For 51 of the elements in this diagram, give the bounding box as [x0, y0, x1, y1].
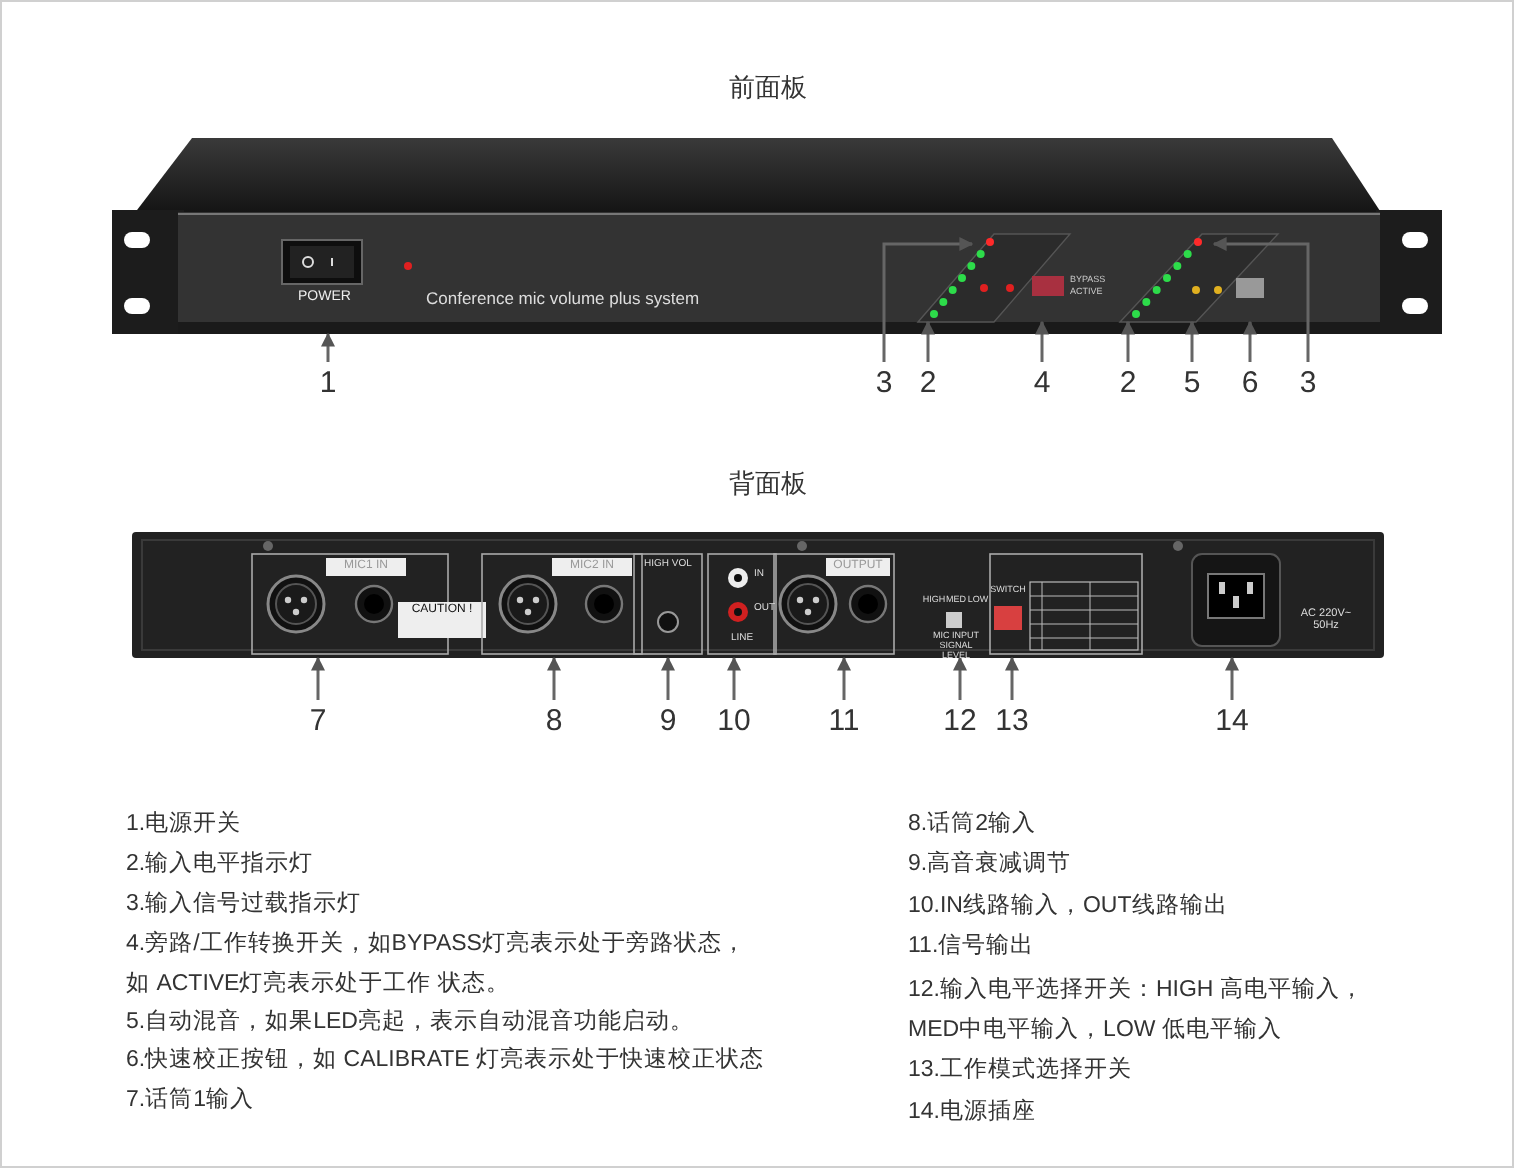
description-item: 14.电源插座: [908, 1100, 1036, 1127]
description-item: 9.高音衰减调节: [908, 852, 1072, 879]
front-panel-drawing: [112, 138, 1442, 334]
leader-line: [1212, 237, 1310, 362]
description-item: 10.IN线路输入，OUT线路输出: [908, 894, 1228, 921]
callout-number: 6: [1226, 366, 1274, 401]
callout-number: 3: [1284, 366, 1332, 401]
leader-line: [953, 656, 967, 700]
description-item: 12.输入电平选择开关：HIGH 高电平输入，MED中电平输入，LOW 低电平输入: [908, 974, 1366, 1046]
callout-number: 2: [1104, 366, 1152, 401]
section-heading: 背面板: [729, 470, 807, 500]
description-item: 2.输入电平指示灯: [126, 852, 314, 879]
description-item: 5.自动混音，如果LED亮起，表示自动混音功能启动。: [126, 1010, 694, 1037]
callout-number: 12: [936, 704, 984, 739]
callout-number: 11: [820, 704, 868, 739]
callout-number: 9: [644, 704, 692, 739]
description-item: 1.电源开关: [126, 812, 242, 839]
description-item: 13.工作模式选择开关: [908, 1058, 1132, 1085]
description-item: 3.输入信号过载指示灯: [126, 892, 362, 919]
callout-number: 8: [530, 704, 578, 739]
panel-label: Conference mic volume plus system: [426, 290, 700, 310]
leader-line: [321, 332, 335, 362]
callout-number: 1: [304, 366, 352, 401]
description-item: 6.快速校正按钮，如 CALIBRATE 灯亮表示处于快速校正状态: [126, 1048, 765, 1075]
leader-line: [311, 656, 325, 700]
callout-number: 5: [1168, 366, 1216, 401]
leader-line: [1035, 320, 1049, 362]
rear-panel-drawing: [132, 532, 1384, 658]
leader-line: [661, 656, 675, 700]
callout-number: 13: [988, 704, 1036, 739]
leader-line: [837, 656, 851, 700]
callout-number: 2: [904, 366, 952, 401]
leader-line: [1121, 320, 1135, 362]
leader-line: [727, 656, 741, 700]
callout-number: 14: [1208, 704, 1256, 739]
callout-number: 3: [860, 366, 908, 401]
leader-line: [1185, 320, 1199, 362]
description-item: 11.信号输出: [908, 934, 1035, 961]
callout-number: 4: [1018, 366, 1066, 401]
leader-line: [921, 320, 935, 362]
leader-line: [1225, 656, 1239, 700]
leader-line: [1005, 656, 1019, 700]
section-heading: 前面板: [729, 74, 807, 104]
callout-number: 10: [710, 704, 758, 739]
leader-line: [1243, 320, 1257, 362]
description-item: 4.旁路/工作转换开关，如BYPASS灯亮表示处于旁路状态，如 ACTIVE灯亮表示处于工作 状态。: [126, 928, 748, 1000]
leader-line: [547, 656, 561, 700]
description-item: 7.话筒1输入: [126, 1088, 254, 1115]
callout-number: 7: [294, 704, 342, 739]
leader-line: [882, 237, 974, 362]
description-item: 8.话筒2输入: [908, 812, 1036, 839]
